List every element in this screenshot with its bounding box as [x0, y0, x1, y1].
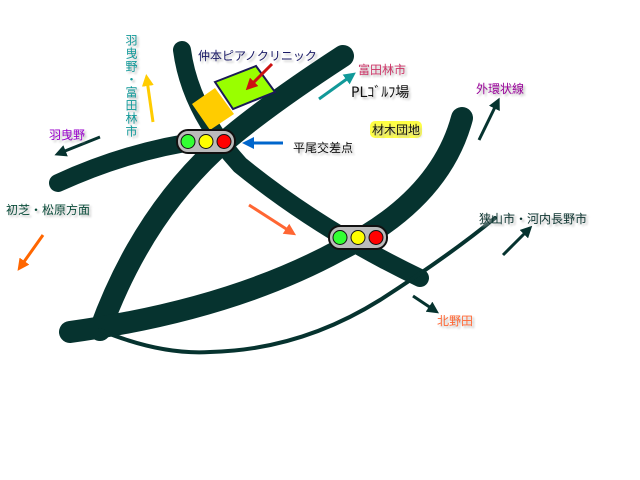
label-hatsushiba: 初芝・松原方面	[6, 203, 91, 217]
arrow-habikino	[54, 135, 101, 157]
road-north-south	[173, 41, 429, 287]
arrow-kitano	[412, 294, 439, 314]
label-habikino: 羽曳野	[49, 128, 86, 142]
arrow-hatsushiba	[17, 234, 45, 271]
label-pl-golf: PLｺﾞﾙﾌ場	[351, 85, 410, 101]
label-kitano: 北野田	[437, 314, 474, 328]
label-clinic: 仲本ピアノクリニック	[198, 49, 317, 63]
label-tondabayashi: 富田林市	[358, 63, 407, 77]
label-gaikan: 外環状線	[476, 82, 525, 96]
traffic-light-south	[328, 225, 388, 250]
arrow-clinic	[245, 62, 274, 91]
arrow-habikino-tonda	[141, 74, 155, 123]
label-zaimoku: 材木団地	[370, 121, 423, 138]
road-gaikan	[59, 107, 473, 343]
road-sayama	[98, 216, 497, 355]
traffic-light-hirao	[176, 129, 236, 154]
label-sayama: 狭山市・河内長野市	[479, 212, 588, 226]
label-habikino-tonda: 羽曳野・富田林市	[124, 34, 138, 138]
arrow-gaikan	[477, 97, 500, 141]
arrow-south-east	[248, 203, 297, 236]
parking-area	[192, 88, 234, 130]
label-hirao: 平尾交差点	[293, 141, 354, 155]
arrow-sayama	[501, 225, 533, 257]
arrow-tondabayashi	[318, 72, 356, 101]
